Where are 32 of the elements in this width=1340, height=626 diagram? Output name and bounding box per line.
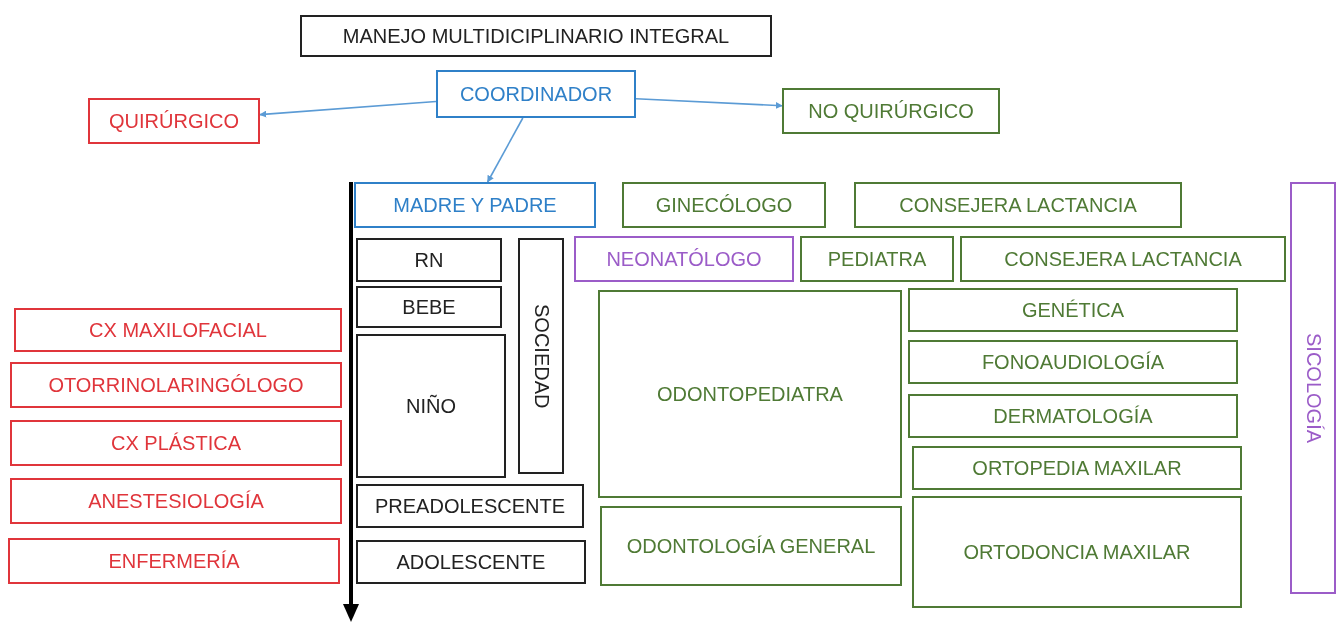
arrow: [486, 117, 524, 183]
specialist-box: DERMATOLOGÍA: [908, 394, 1238, 438]
specialist-box: CX MAXILOFACIAL: [14, 308, 342, 352]
specialist-box: CONSEJERA LACTANCIA: [854, 182, 1182, 228]
specialist-box: ORTOPEDIA MAXILAR: [912, 446, 1242, 490]
specialist-box: CX PLÁSTICA: [10, 420, 342, 466]
coordinator-box: COORDINADOR: [436, 70, 636, 118]
specialist-box: ANESTESIOLOGÍA: [10, 478, 342, 524]
society-box: SOCIEDAD: [518, 238, 564, 474]
category-box: QUIRÚRGICO: [88, 98, 260, 144]
specialist-box: PEDIATRA: [800, 236, 954, 282]
specialist-box: CONSEJERA LACTANCIA: [960, 236, 1286, 282]
specialist-box: GENÉTICA: [908, 288, 1238, 332]
specialist-box: GINECÓLOGO: [622, 182, 826, 228]
specialist-box: ODONTOLOGÍA GENERAL: [600, 506, 902, 586]
stage-box: ADOLESCENTE: [356, 540, 586, 584]
specialist-box: SICOLOGÍA: [1290, 182, 1336, 594]
parents-box: MADRE Y PADRE: [354, 182, 596, 228]
stage-box: PREADOLESCENTE: [356, 484, 584, 528]
specialist-box: ODONTOPEDIATRA: [598, 290, 902, 498]
arrow: [635, 98, 783, 109]
stage-box: BEBE: [356, 286, 502, 328]
specialist-box: ENFERMERÍA: [8, 538, 340, 584]
category-box: NO QUIRÚRGICO: [782, 88, 1000, 134]
specialist-box: ORTODONCIA MAXILAR: [912, 496, 1242, 608]
specialist-box: OTORRINOLARINGÓLOGO: [10, 362, 342, 408]
stage-box: NIÑO: [356, 334, 506, 478]
arrow: [259, 100, 437, 118]
title-box: MANEJO MULTIDICIPLINARIO INTEGRAL: [300, 15, 772, 57]
specialist-box: NEONATÓLOGO: [574, 236, 794, 282]
stage-box: RN: [356, 238, 502, 282]
specialist-box: FONOAUDIOLOGÍA: [908, 340, 1238, 384]
